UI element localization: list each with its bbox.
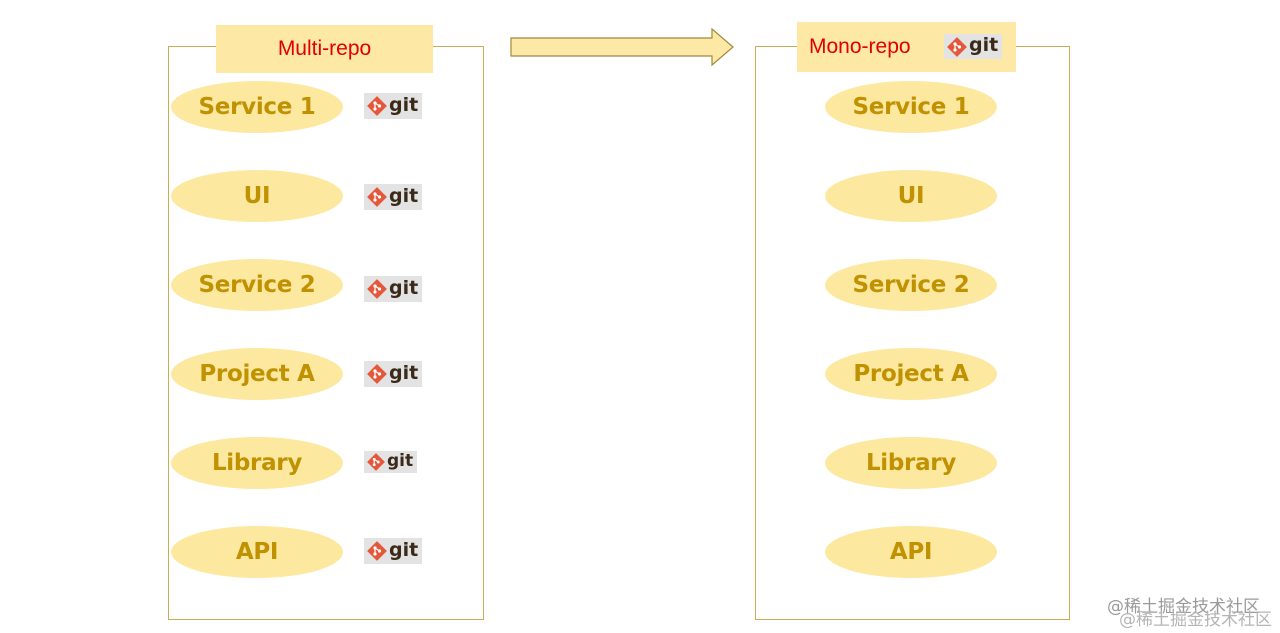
right-item-project-a: Project A xyxy=(825,348,997,400)
git-logo: git xyxy=(944,34,1003,59)
git-logo-text: git xyxy=(389,93,419,116)
watermark: @稀土掘金技术社区 xyxy=(1107,597,1260,617)
git-logo: git xyxy=(364,93,423,119)
git-logo-text: git xyxy=(387,450,414,471)
item-label: Service 2 xyxy=(198,272,316,298)
git-icon xyxy=(367,279,387,299)
git-logo: git xyxy=(364,361,423,387)
item-label: UI xyxy=(897,183,925,209)
left-item-service-2: Service 2 xyxy=(171,259,343,311)
right-item-ui: UI xyxy=(825,170,997,222)
right-item-service-2: Service 2 xyxy=(825,259,997,311)
left-item-api: API xyxy=(171,526,343,578)
git-icon xyxy=(367,364,387,384)
mono-repo-title-label: Mono-repo xyxy=(809,35,911,58)
git-icon xyxy=(367,96,387,116)
right-item-api: API xyxy=(825,526,997,578)
multi-repo-container xyxy=(168,46,484,620)
git-logo: git xyxy=(364,184,423,210)
multi-repo-title-label: Multi-repo xyxy=(277,37,372,60)
git-logo-text: git xyxy=(389,538,419,561)
git-logo-text: git xyxy=(389,184,419,207)
transition-arrow xyxy=(510,28,734,66)
item-label: Library xyxy=(211,450,303,476)
left-item-service-1: Service 1 xyxy=(171,81,343,133)
item-label: Library xyxy=(865,450,957,476)
git-logo: git xyxy=(364,450,418,473)
multi-repo-title: Multi-repo xyxy=(216,25,433,73)
item-label: API xyxy=(235,539,279,565)
right-item-service-1: Service 1 xyxy=(825,81,997,133)
left-item-project-a: Project A xyxy=(171,348,343,400)
item-label: Service 1 xyxy=(198,94,316,120)
left-item-library: Library xyxy=(171,437,343,489)
git-logo-text: git xyxy=(969,34,999,56)
mono-repo-container xyxy=(755,46,1070,620)
right-item-library: Library xyxy=(825,437,997,489)
item-label: UI xyxy=(243,183,271,209)
git-logo: git xyxy=(364,276,423,302)
item-label: API xyxy=(889,539,933,565)
left-item-ui: UI xyxy=(171,170,343,222)
watermark-shadow: @稀土掘金技术社区 xyxy=(1119,610,1272,630)
git-icon xyxy=(367,541,387,561)
git-logo-text: git xyxy=(389,276,419,299)
git-icon xyxy=(367,453,385,471)
item-label: Service 2 xyxy=(852,272,970,298)
mono-repo-title: Mono-repo git xyxy=(797,22,1016,72)
git-logo-text: git xyxy=(389,361,419,384)
git-icon xyxy=(947,36,967,57)
git-icon xyxy=(367,187,387,207)
item-label: Project A xyxy=(853,361,969,387)
item-label: Service 1 xyxy=(852,94,970,120)
git-logo: git xyxy=(364,538,423,564)
item-label: Project A xyxy=(199,361,315,387)
